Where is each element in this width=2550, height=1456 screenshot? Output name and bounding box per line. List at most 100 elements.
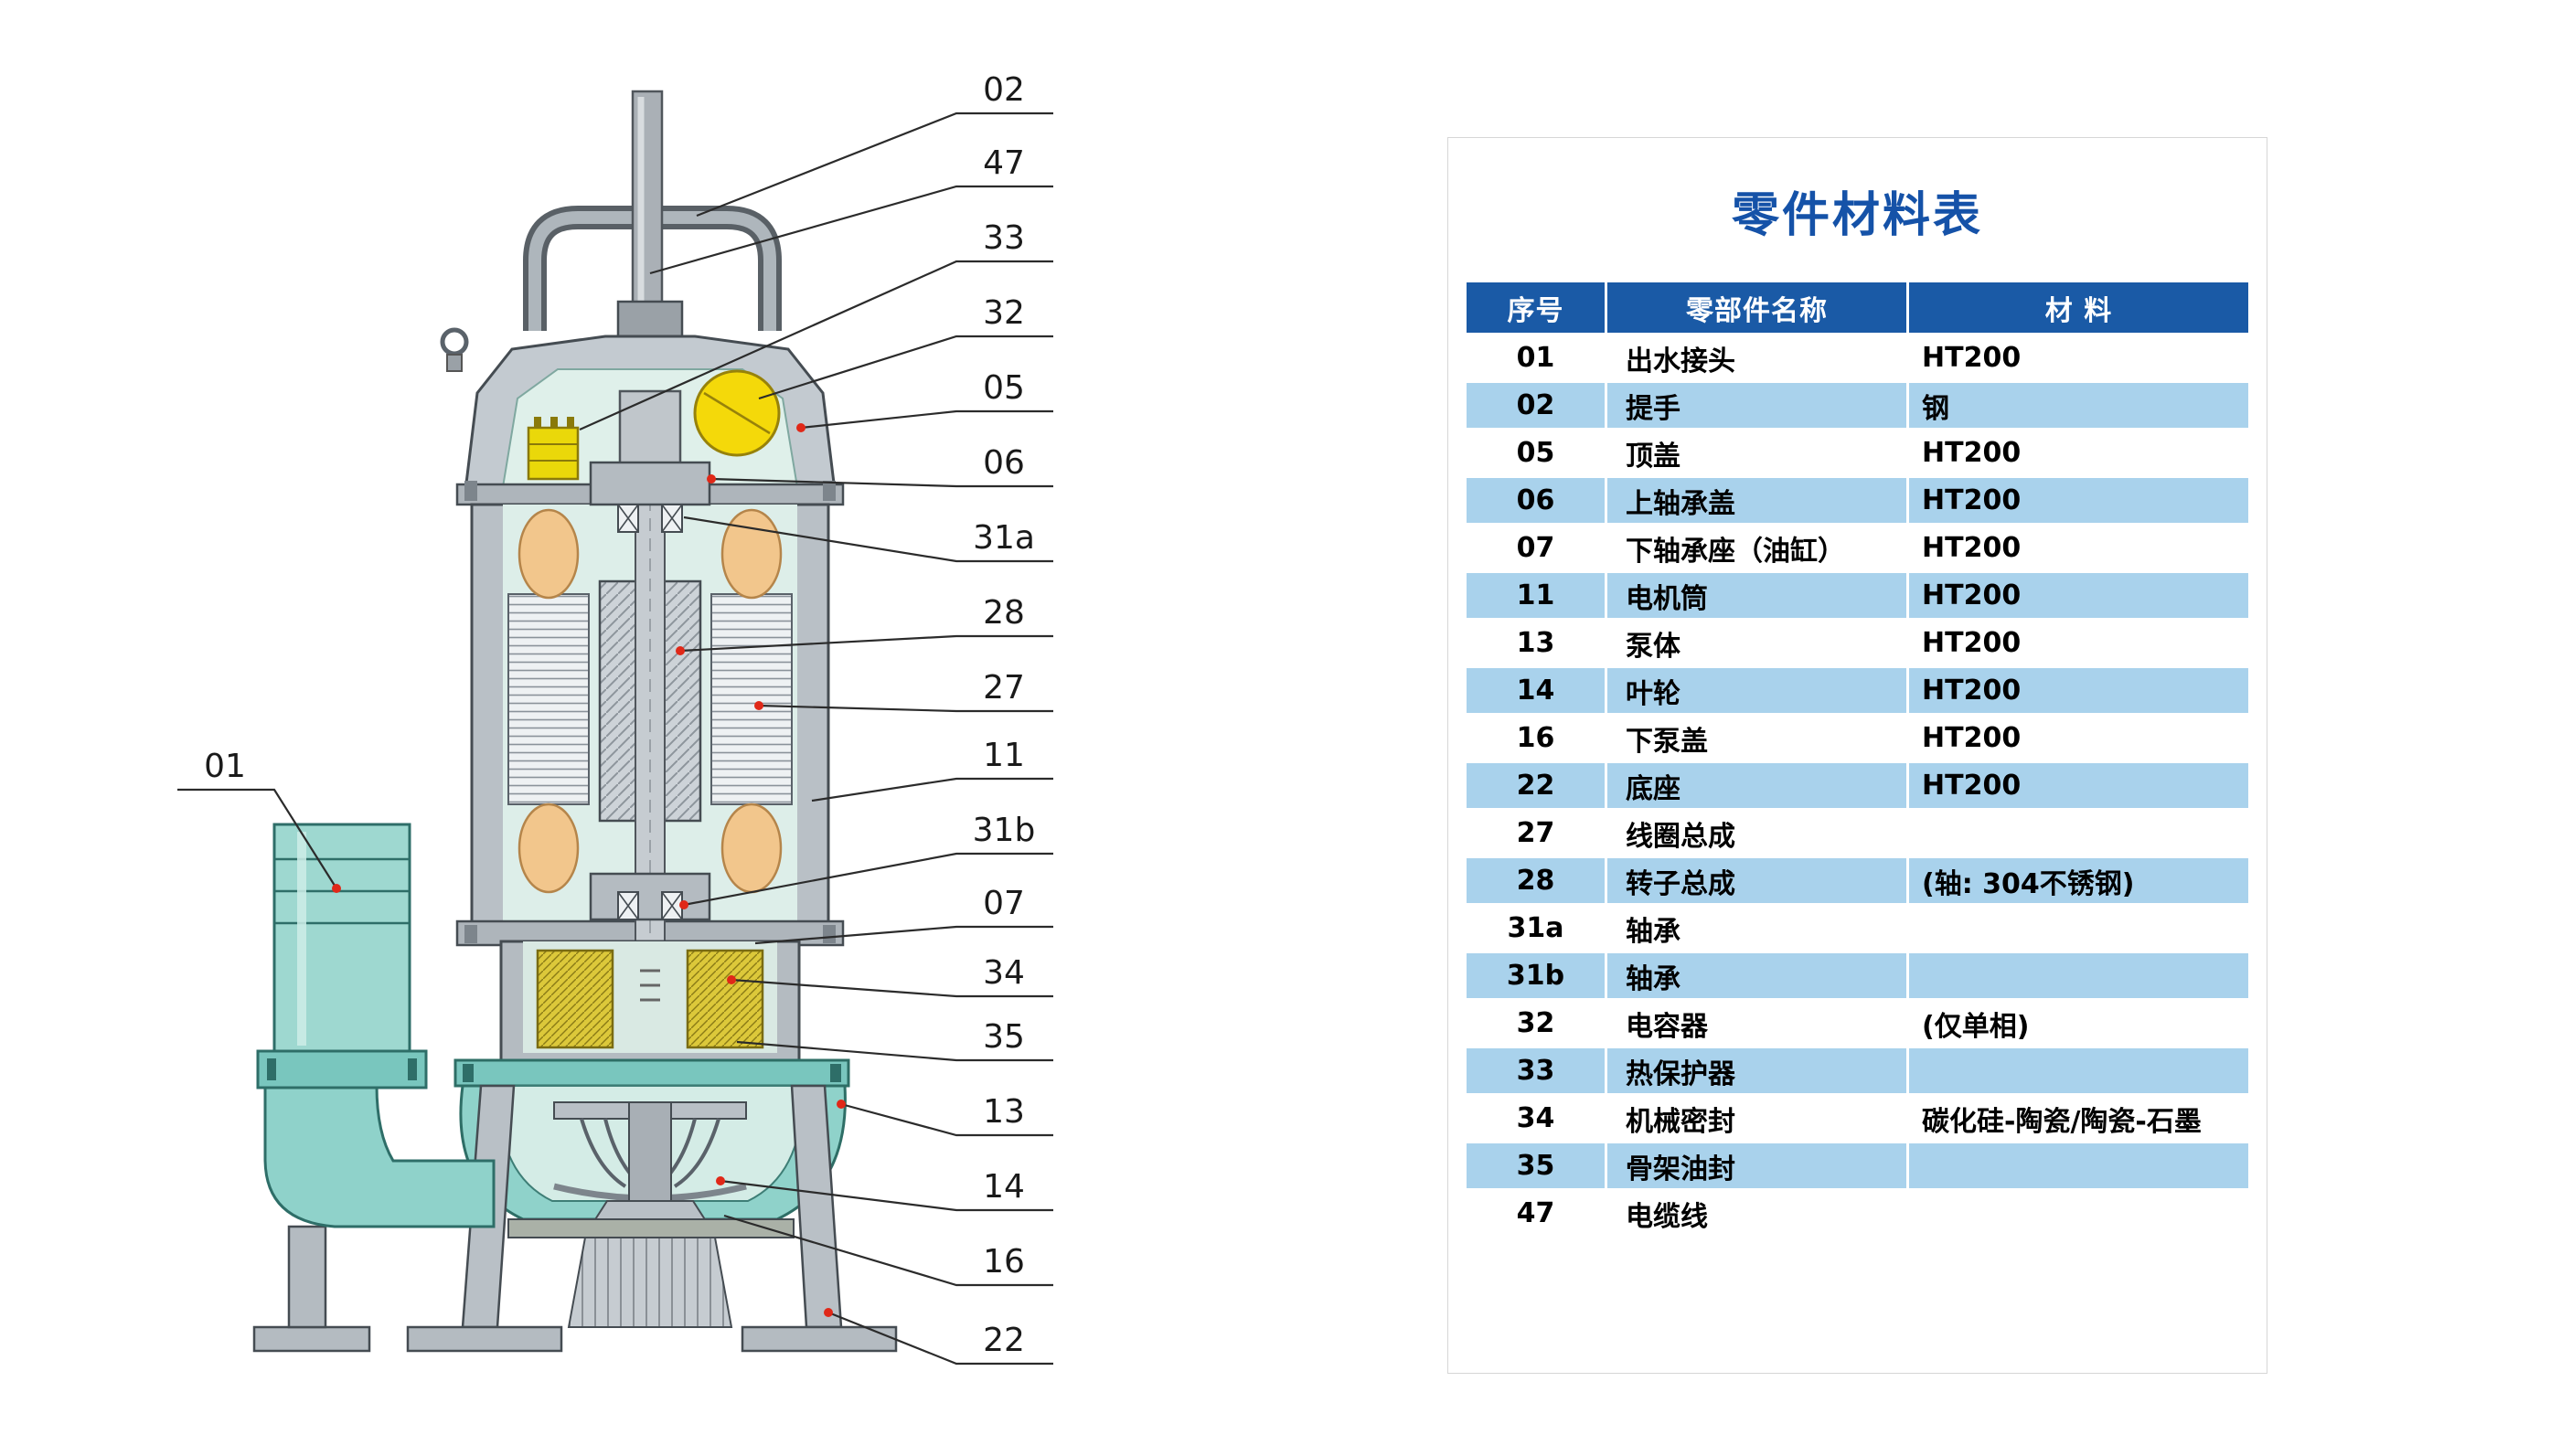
svg-text:22: 22 [983,1322,1025,1359]
eyebolt [440,327,469,372]
cell-index: 35 [1464,1141,1607,1191]
callout-28: 28 [676,594,1053,655]
table-row: 14 叶轮 HT200 [1464,665,2251,716]
table-row: 02 提手 钢 [1464,380,2251,430]
table-row: 16 下泵盖 HT200 [1464,713,2251,763]
table-row: 35 骨架油封 [1464,1141,2251,1191]
cell-index: 16 [1464,713,1607,763]
callout-31b: 31b [679,812,1053,909]
parts-table-header: 序号 零部件名称 材 料 [1464,280,2251,335]
upper-bearing [617,504,683,533]
svg-text:35: 35 [983,1018,1025,1056]
svg-text:27: 27 [983,669,1025,707]
svg-text:06: 06 [983,444,1025,482]
cell-index: 31b [1464,951,1607,1001]
svg-text:31a: 31a [973,519,1035,557]
cell-index: 22 [1464,760,1607,811]
cell-part-name: 线圈总成 [1605,808,1909,858]
cell-index: 28 [1464,856,1607,906]
cell-index: 32 [1464,998,1607,1048]
col-header-material: 材 料 [1906,280,2251,335]
table-row: 31b 轴承 [1464,951,2251,1001]
upper-bearing-cover [589,461,711,506]
cell-part-name: 底座 [1605,760,1909,811]
cell-material: HT200 [1906,428,2251,478]
cell-part-name: 轴承 [1605,951,1909,1001]
cell-material [1906,1141,2251,1191]
cell-index: 14 [1464,665,1607,716]
cell-index: 13 [1464,618,1607,668]
cell-index: 01 [1464,333,1607,383]
callout-02: 02 [696,71,1053,218]
mechanical-seal-left [536,949,614,1049]
cell-material [1906,1188,2251,1238]
table-row: 32 电容器 (仅单相) [1464,998,2251,1048]
lower-bearing-seat [589,872,711,921]
table-row: 27 线圈总成 [1464,808,2251,858]
cell-part-name: 机械密封 [1605,1093,1909,1143]
table-row: 31a 轴承 [1464,903,2251,953]
cell-part-name: 电机筒 [1605,570,1909,621]
table-row: 07 下轴承座（油缸） HT200 [1464,523,2251,573]
cell-material: 钢 [1906,380,2251,430]
cell-part-name: 电缆线 [1605,1188,1909,1238]
lower-pump-cover [507,1218,795,1328]
cell-index: 33 [1464,1046,1607,1096]
svg-text:14: 14 [983,1168,1025,1206]
svg-text:11: 11 [983,737,1025,774]
svg-text:02: 02 [983,71,1025,109]
col-header-part-name: 零部件名称 [1605,280,1909,335]
cell-material: HT200 [1906,523,2251,573]
col-header-index: 序号 [1464,280,1607,335]
cell-material: (轴: 304不锈钢) [1906,856,2251,906]
cell-material: HT200 [1906,475,2251,526]
cell-material: (仅单相) [1906,998,2251,1048]
cell-index: 06 [1464,475,1607,526]
table-row: 05 顶盖 HT200 [1464,428,2251,478]
svg-text:01: 01 [204,748,246,785]
cell-part-name: 泵体 [1605,618,1909,668]
cell-index: 27 [1464,808,1607,858]
cell-part-name: 叶轮 [1605,665,1909,716]
svg-text:31b: 31b [973,812,1036,849]
cell-part-name: 轴承 [1605,903,1909,953]
thermal-protector [527,417,580,481]
lower-bearing [617,891,683,920]
table-row: 13 泵体 HT200 [1464,618,2251,668]
cell-material: HT200 [1906,333,2251,383]
cell-material: HT200 [1906,713,2251,763]
cell-index: 34 [1464,1093,1607,1143]
table-row: 22 底座 HT200 [1464,760,2251,811]
svg-text:13: 13 [983,1093,1025,1131]
mechanical-seal-right [640,949,764,1049]
callout-01: 01 [177,748,341,893]
table-row: 33 热保护器 [1464,1046,2251,1096]
callout-13: 13 [837,1093,1053,1137]
cell-material: HT200 [1906,618,2251,668]
table-row: 06 上轴承盖 HT200 [1464,475,2251,526]
callout-07: 07 [754,885,1053,945]
cell-part-name: 电容器 [1605,998,1909,1048]
callout-31a: 31a [683,515,1053,563]
cell-part-name: 转子总成 [1605,856,1909,906]
callout-47: 47 [649,144,1053,275]
callout-22: 22 [824,1308,1053,1366]
discharge-elbow [263,1084,496,1228]
cell-part-name: 出水接头 [1605,333,1909,383]
callout-14: 14 [716,1168,1053,1212]
callout-05: 05 [796,369,1053,432]
svg-text:16: 16 [983,1243,1025,1281]
cell-material [1906,808,2251,858]
callout-35: 35 [736,1018,1053,1062]
cell-part-name: 提手 [1605,380,1909,430]
cell-part-name: 顶盖 [1605,428,1909,478]
cell-part-name: 上轴承盖 [1605,475,1909,526]
cell-index: 02 [1464,380,1607,430]
cell-material: 碳化硅-陶瓷/陶瓷-石墨 [1906,1093,2251,1143]
svg-text:07: 07 [983,885,1025,922]
cell-material [1906,951,2251,1001]
cell-material: HT200 [1906,760,2251,811]
parts-panel: 零件材料表 序号 零部件名称 材 料 01 出水接头 HT200 02 提手 钢… [1447,137,2267,1374]
